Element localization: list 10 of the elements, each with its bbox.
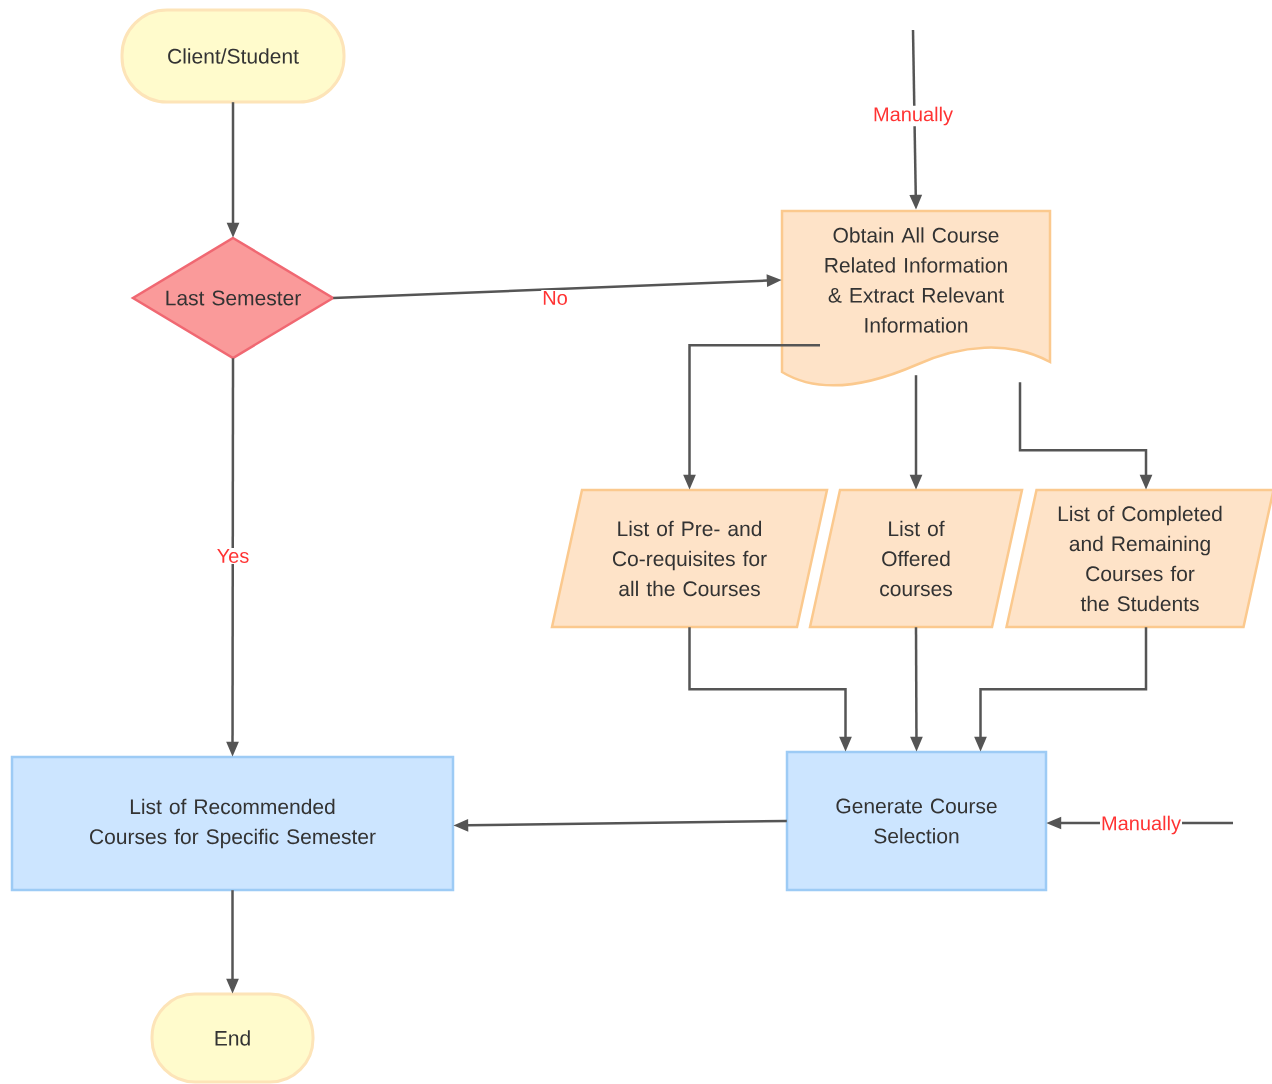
edge-label: Yes <box>215 548 251 564</box>
data-parallelogram: List of Pre- and Co-requisites for all the Courses <box>550 488 829 629</box>
process-box: List of Recommended Courses for Specific Semester <box>10 755 455 892</box>
process-box: Generate Course Selection <box>785 750 1048 892</box>
edge-label: Manually <box>872 105 955 127</box>
terminal-box: Client/Student <box>120 8 346 104</box>
data-parallelogram: List of Offered courses <box>808 488 1024 629</box>
terminal-box: End <box>150 992 315 1084</box>
edge-label: No <box>541 290 569 306</box>
edge-label: Manually <box>1100 814 1182 836</box>
